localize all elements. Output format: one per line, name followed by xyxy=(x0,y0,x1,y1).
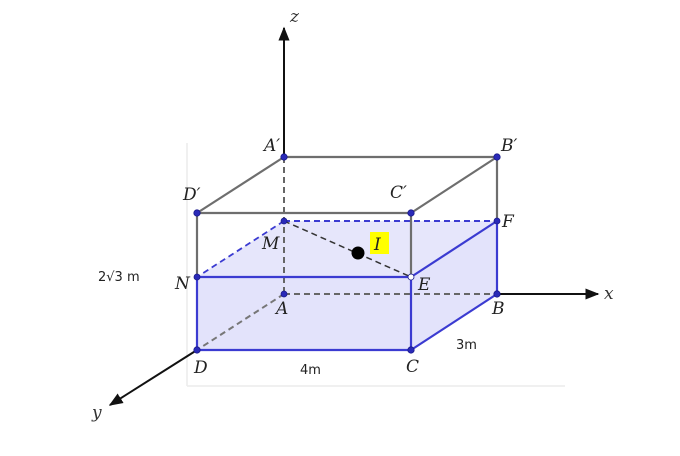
dimension-width: 3m xyxy=(456,338,477,353)
background-frame xyxy=(186,143,565,387)
water-top-face xyxy=(197,221,497,277)
vertices xyxy=(193,153,501,354)
dimension-length: 4m xyxy=(300,363,321,378)
y-axis xyxy=(108,349,198,406)
vertex-A xyxy=(280,290,288,298)
label-M: M xyxy=(261,234,280,254)
label-A: A xyxy=(274,299,288,319)
label-D: D xyxy=(193,358,208,378)
label-B: B xyxy=(491,299,505,319)
label-I: I xyxy=(373,235,381,255)
vertex-C xyxy=(407,346,415,354)
label-D-prime: D′ xyxy=(182,185,201,205)
label-y-axis: y xyxy=(91,403,102,423)
hidden-edges xyxy=(196,157,497,351)
water-volume xyxy=(197,221,497,350)
vertex-A-prime xyxy=(280,153,288,161)
label-z-axis: z xyxy=(289,7,300,27)
label-x-axis: x xyxy=(604,284,614,304)
water-right-face xyxy=(411,221,497,350)
vertex-F xyxy=(493,217,501,225)
axes xyxy=(108,26,600,406)
point-I-highlight xyxy=(370,232,389,254)
segment-ME xyxy=(283,220,412,278)
water-front-face xyxy=(197,277,411,350)
box-upper-edges xyxy=(195,155,499,277)
water-edges xyxy=(195,220,499,352)
label-N: N xyxy=(174,274,191,294)
vertex-N xyxy=(193,273,201,281)
label-C: C xyxy=(406,357,419,377)
label-C-prime: C′ xyxy=(390,183,407,203)
vertex-D xyxy=(193,346,201,354)
vertex-B xyxy=(493,290,501,298)
vertex-B-prime xyxy=(493,153,501,161)
point-I xyxy=(351,246,365,260)
vertex-D-prime xyxy=(193,209,201,217)
label-E: E xyxy=(417,275,431,295)
vertex-C-prime xyxy=(407,209,415,217)
vertex-M xyxy=(280,217,288,225)
label-A-prime: A′ xyxy=(262,136,280,156)
label-B-prime: B′ xyxy=(500,136,517,156)
vertex-E xyxy=(407,273,415,281)
dimension-height: 2√3 m xyxy=(98,270,140,285)
label-F: F xyxy=(501,212,515,232)
